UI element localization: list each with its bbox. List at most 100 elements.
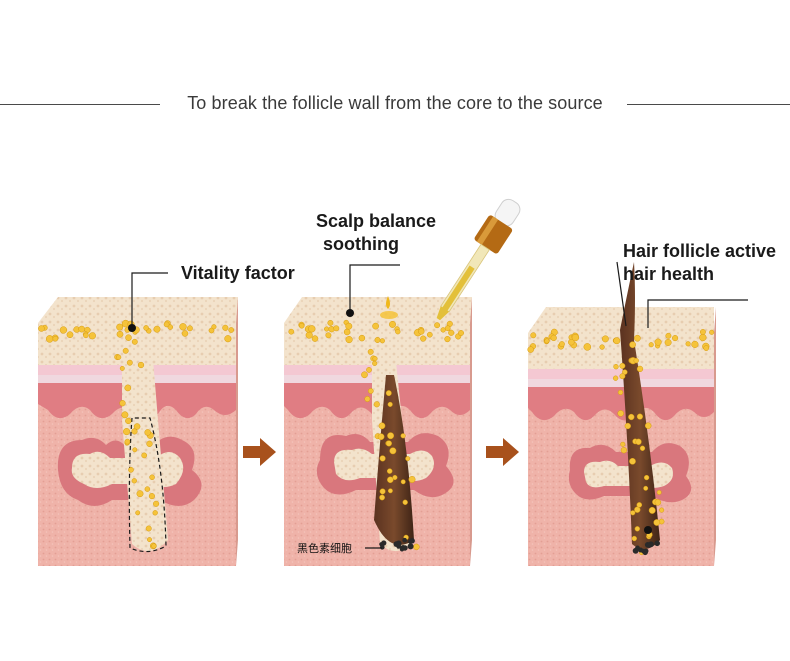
nutrient-dot <box>379 488 386 495</box>
melanocyte-dot <box>646 543 652 548</box>
callout-dots <box>128 309 652 534</box>
nutrient-dot <box>145 525 152 532</box>
melanocyte-dot <box>654 540 660 547</box>
dropper-icon <box>380 198 521 321</box>
nutrient-dot <box>345 322 353 330</box>
nutrient-dot <box>617 410 624 417</box>
nutrient-dot <box>141 452 148 459</box>
nutrient-dot <box>122 347 129 354</box>
nutrient-dot <box>624 422 631 430</box>
nutrient-dot <box>83 332 89 339</box>
nutrient-dot <box>149 474 155 481</box>
nutrient-dot <box>125 334 132 341</box>
scalp-balance-label: Scalp balance soothing <box>316 210 436 256</box>
nutrient-dot <box>358 334 366 342</box>
nutrient-dot <box>367 388 374 394</box>
nutrient-dot <box>116 323 124 331</box>
nutrient-dot <box>364 396 371 402</box>
nutrient-dot <box>88 332 96 340</box>
arrow-right-icon <box>243 438 276 466</box>
nutrient-dot <box>66 331 74 339</box>
nutrient-dot <box>619 373 626 380</box>
nutrient-dot <box>123 428 131 436</box>
nutrient-dot <box>52 335 59 342</box>
nutrient-dot <box>228 327 235 333</box>
callout-lines <box>131 261 748 549</box>
nutrient-dot <box>418 328 425 335</box>
nutrient-dots <box>38 319 715 556</box>
nutrient-dot <box>571 333 580 342</box>
nutrient-dot <box>635 438 642 445</box>
nutrient-dot <box>372 356 378 362</box>
nutrient-dot <box>288 328 295 335</box>
nutrient-dot <box>656 489 662 495</box>
nutrient-dot <box>389 320 396 328</box>
nutrient-dot <box>633 357 639 364</box>
nutrient-dot <box>128 466 134 473</box>
nutrient-dot <box>434 322 441 329</box>
nutrient-dot <box>386 468 393 474</box>
nutrient-dot <box>379 455 386 462</box>
nutrient-dot <box>628 413 635 421</box>
skin-block-2 <box>284 297 472 566</box>
nutrient-dot <box>121 411 129 419</box>
nutrient-dot <box>444 325 451 332</box>
nutrient-dot <box>151 543 157 549</box>
melanocyte-dot <box>407 543 414 550</box>
nutrient-dot <box>631 535 637 542</box>
title-rule-right <box>627 104 790 105</box>
nutrient-dot <box>629 457 636 465</box>
nutrient-dot <box>153 325 161 333</box>
melanocyte-dots <box>379 537 660 556</box>
nutrient-dot <box>324 326 330 332</box>
nutrient-dot <box>125 417 132 425</box>
nutrient-dot <box>119 365 125 371</box>
nutrient-dot <box>222 324 229 331</box>
nutrient-dot <box>343 328 351 336</box>
hair-follicle-label: Hair follicle active hair health <box>623 240 776 286</box>
nutrient-dot <box>601 335 609 343</box>
nutrient-dot <box>644 422 652 429</box>
nutrient-dot <box>373 401 380 408</box>
nutrient-dot <box>654 499 662 506</box>
nutrient-dot <box>59 326 68 334</box>
nutrient-dot <box>654 338 662 346</box>
nutrient-dot <box>405 456 411 462</box>
nutrient-dot <box>629 341 636 349</box>
scalp-balance-text: Scalp balance <box>316 211 437 231</box>
nutrient-dot <box>116 330 124 338</box>
hair-follicle-active-text: Hair follicle active <box>623 241 777 261</box>
melanocyte-dot <box>408 539 413 544</box>
soothing-text: soothing <box>323 234 399 254</box>
nutrient-dot <box>126 359 133 366</box>
nutrient-dot <box>385 390 392 397</box>
nutrient-dot <box>327 319 334 326</box>
nutrient-dot <box>527 346 534 353</box>
nutrient-dot <box>211 324 217 330</box>
nutrient-dot <box>378 422 386 430</box>
melanocyte-dot <box>402 537 408 543</box>
nutrient-dot <box>387 432 395 440</box>
nutrient-dot <box>664 339 672 346</box>
nutrient-dot <box>444 336 451 343</box>
nutrient-dot <box>568 338 575 346</box>
nutrient-dot <box>224 335 232 343</box>
title-rule-left <box>0 104 160 105</box>
nutrient-dot <box>124 384 132 392</box>
nutrient-dot <box>163 321 170 328</box>
nutrient-dot <box>685 341 691 347</box>
nutrient-dot <box>699 329 706 335</box>
nutrient-dot <box>659 507 665 513</box>
melanocyte-label: 黑色素细胞 <box>297 543 352 555</box>
nutrient-dot <box>153 500 160 507</box>
nutrient-dot <box>387 476 394 484</box>
nutrient-dot <box>115 354 122 360</box>
nutrient-dot <box>311 335 319 342</box>
vitality-factor-label: Vitality factor <box>181 262 295 285</box>
melanocyte-dot <box>635 545 640 551</box>
nutrient-dot <box>377 433 385 441</box>
nutrient-dot <box>152 510 158 516</box>
melanocyte-dot <box>642 549 648 556</box>
nutrient-dot <box>385 440 392 447</box>
nutrient-dot <box>672 335 679 342</box>
